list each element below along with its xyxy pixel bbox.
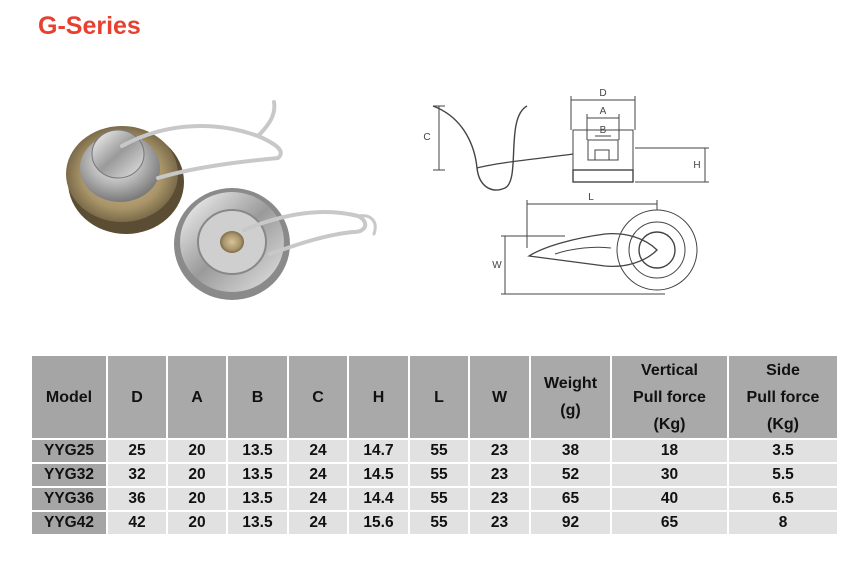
dim-label-a: A: [600, 106, 607, 117]
table-cell-side: 8: [727, 510, 839, 536]
column-header-d: D: [106, 354, 168, 440]
column-header-text: Weight: [543, 375, 598, 392]
table-cell-w: 23: [468, 462, 531, 488]
table-cell-b: 13.5: [226, 438, 289, 464]
table-cell-w: 23: [468, 510, 531, 536]
table-cell-side: 6.5: [727, 486, 839, 512]
table-cell-c: 24: [287, 486, 349, 512]
column-header-model: Model: [30, 354, 108, 440]
table-cell-weight: 38: [529, 438, 612, 464]
column-header-c: C: [287, 354, 349, 440]
page-title: G-Series: [38, 12, 141, 40]
column-header-text: (Kg): [767, 415, 799, 433]
column-header-text: A: [191, 388, 203, 406]
table-cell-a: 20: [166, 438, 228, 464]
table-cell-model: YYG36: [30, 486, 108, 512]
column-header-text: W: [491, 388, 508, 406]
column-header-a: A: [166, 354, 228, 440]
table-cell-weight: 65: [529, 486, 612, 512]
column-header-text: Pull force: [633, 388, 706, 406]
table-cell-d: 36: [106, 486, 168, 512]
column-header-b: B: [226, 354, 289, 440]
column-header-text: Model: [45, 388, 93, 406]
table-cell-vertical: 40: [610, 486, 729, 512]
column-header-h: H: [347, 354, 410, 440]
dim-label-w: W: [492, 260, 502, 271]
table-cell-c: 24: [287, 510, 349, 536]
table-cell-h: 14.5: [347, 462, 410, 488]
table-cell-model: YYG32: [30, 462, 108, 488]
table-cell-l: 55: [408, 486, 470, 512]
table-cell-l: 55: [408, 462, 470, 488]
column-header-text: (Kg): [653, 415, 686, 433]
table-cell-d: 32: [106, 462, 168, 488]
column-header-text: B: [251, 388, 264, 406]
table-cell-c: 24: [287, 438, 349, 464]
table-cell-h: 15.6: [347, 510, 410, 536]
dim-label-l: L: [588, 192, 594, 203]
table-cell-b: 13.5: [226, 462, 289, 488]
table-cell-l: 55: [408, 438, 470, 464]
dim-label-b: B: [600, 125, 607, 136]
column-header-text: (g): [560, 402, 581, 419]
column-header-weight: Weight (g): [529, 354, 612, 440]
table-cell-d: 42: [106, 510, 168, 536]
table-cell-weight: 92: [529, 510, 612, 536]
table-cell-a: 20: [166, 510, 228, 536]
column-header-text: H: [372, 388, 385, 406]
table-cell-a: 20: [166, 486, 228, 512]
table-cell-l: 55: [408, 510, 470, 536]
table-cell-a: 20: [166, 462, 228, 488]
table-cell-w: 23: [468, 438, 531, 464]
table-cell-h: 14.7: [347, 438, 410, 464]
column-header-text: L: [434, 388, 444, 406]
table-cell-weight: 52: [529, 462, 612, 488]
technical-drawing: D A B C H L W: [423, 88, 709, 295]
table-cell-side: 5.5: [727, 462, 839, 488]
column-header-text: D: [131, 388, 143, 406]
table-cell-vertical: 18: [610, 438, 729, 464]
dim-label-d: D: [599, 88, 606, 99]
dim-label-c: C: [423, 132, 430, 143]
table-cell-w: 23: [468, 486, 531, 512]
table-cell-model: YYG25: [30, 438, 108, 464]
product-photo: [66, 100, 377, 300]
dim-label-h: H: [693, 160, 700, 171]
column-header-text: Side: [766, 361, 800, 379]
column-header-text: Vertical: [641, 361, 698, 379]
table-cell-vertical: 65: [610, 510, 729, 536]
table-cell-vertical: 30: [610, 462, 729, 488]
column-header-w: W: [468, 354, 531, 440]
column-header-l: L: [408, 354, 470, 440]
table-cell-c: 24: [287, 462, 349, 488]
table-cell-d: 25: [106, 438, 168, 464]
column-header-text: Pull force: [746, 388, 820, 406]
table-cell-h: 14.4: [347, 486, 410, 512]
table-cell-model: YYG42: [30, 510, 108, 536]
table-cell-b: 13.5: [226, 486, 289, 512]
table-cell-b: 13.5: [226, 510, 289, 536]
column-header-text: C: [312, 388, 324, 406]
table-cell-side: 3.5: [727, 438, 839, 464]
